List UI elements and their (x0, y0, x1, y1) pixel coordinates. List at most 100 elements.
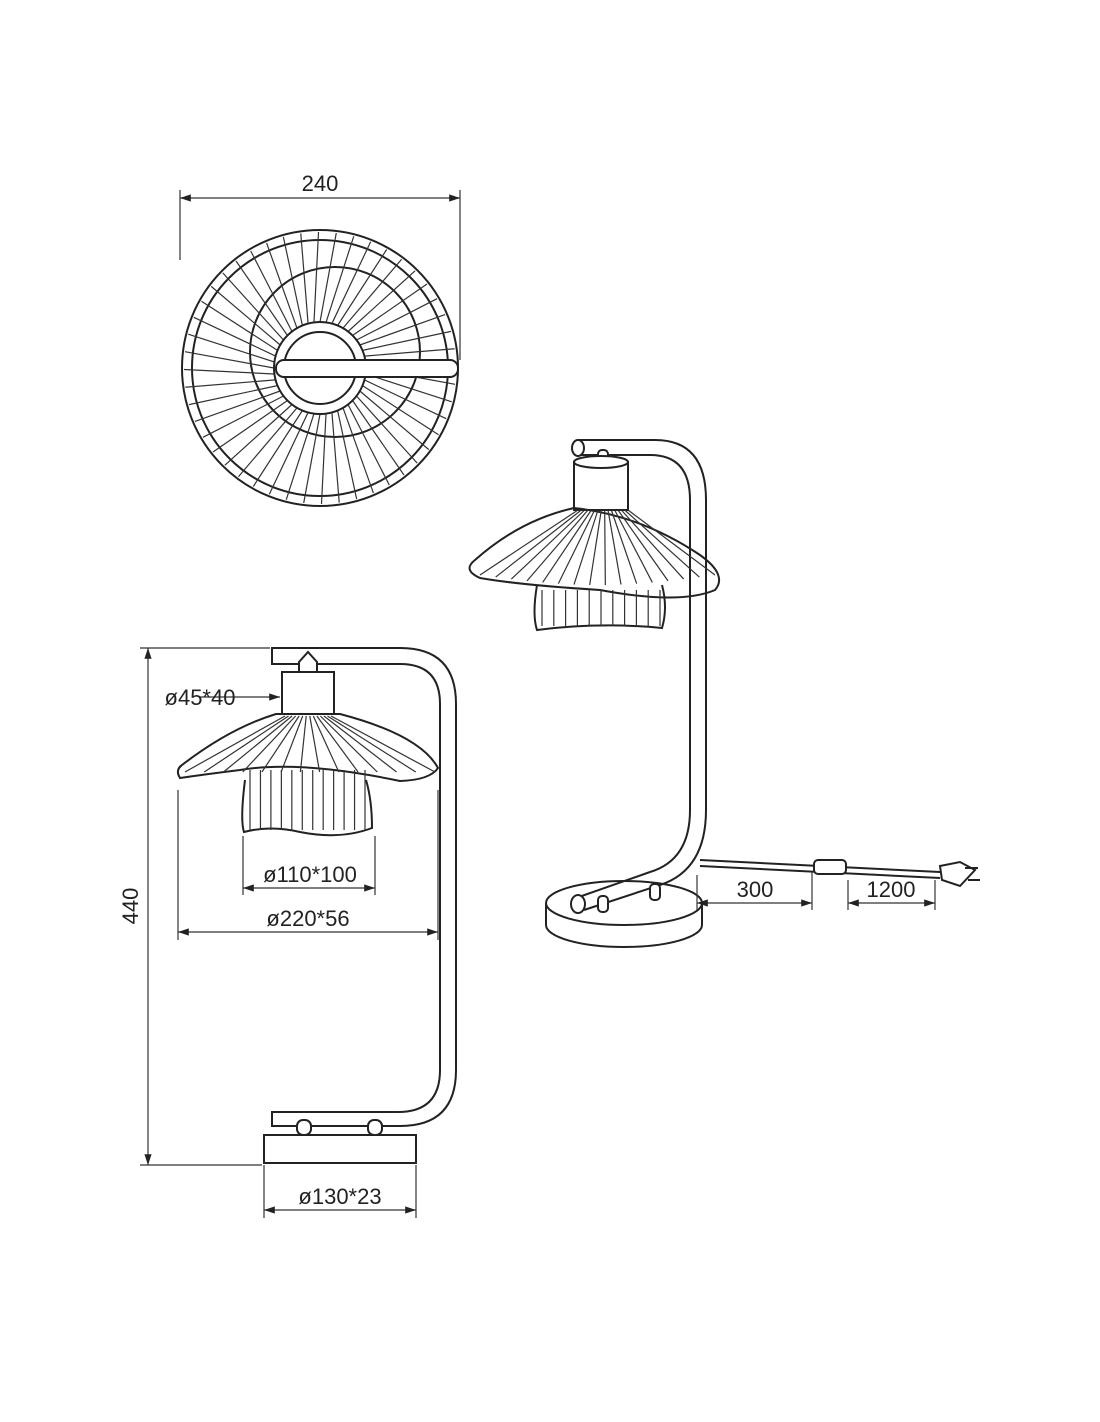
shade-rib (327, 715, 417, 773)
shade-spoke (319, 232, 337, 323)
plug-icon (938, 860, 980, 888)
shade-rib (319, 715, 378, 773)
shade-spoke (185, 379, 276, 388)
shade-spoke (268, 412, 309, 495)
shade-rib (330, 715, 436, 773)
socket (573, 461, 629, 511)
shade-rib (242, 715, 297, 773)
top-view: 240 (179, 171, 461, 507)
shade-rib (510, 509, 586, 580)
base-label: ø130*23 (298, 1184, 381, 1209)
shade-rib (542, 509, 592, 583)
shade-spoke (188, 385, 278, 406)
shade (176, 713, 440, 837)
shade-spoke (359, 390, 430, 451)
shade-rib (223, 715, 293, 773)
width-label: 240 (302, 171, 339, 196)
shade-spoke (337, 249, 388, 326)
shade-spoke (210, 285, 281, 346)
shade-spoke (347, 270, 416, 332)
shade-rib (323, 715, 397, 773)
shade-spoke (201, 300, 278, 351)
shade-rib (573, 509, 599, 585)
shade-rib (617, 509, 669, 582)
shade-spoke (364, 348, 455, 357)
cord-switch-label: 300 (737, 877, 774, 902)
socket-nut (298, 650, 318, 673)
shade-spoke (325, 236, 355, 323)
shade-rib (479, 509, 579, 576)
shade-spoke (356, 298, 438, 341)
outer-shade-label: ø220*56 (266, 906, 349, 931)
shade-rib (620, 509, 685, 580)
shade-rib (589, 509, 602, 586)
perspective-view: 300 1200 (468, 439, 980, 948)
shade-spoke (194, 390, 281, 422)
shade-spoke (356, 395, 418, 464)
shade-rib (316, 715, 359, 773)
shade-rib (557, 509, 596, 584)
shade-spoke (342, 407, 374, 494)
shade-rib (312, 715, 340, 773)
inner-shade-label: ø110*100 (263, 862, 357, 887)
shade-spoke (352, 400, 405, 476)
base-post (296, 1119, 312, 1136)
shade-rib (309, 715, 321, 773)
base-top (545, 880, 703, 926)
shade-spoke (235, 260, 288, 336)
shade-spoke (342, 258, 403, 329)
shade-spoke (365, 373, 452, 403)
shade-rib (184, 715, 286, 773)
shade-rib (495, 509, 582, 578)
shade-spoke (183, 368, 275, 375)
shade-rib (607, 509, 622, 585)
shade-spoke (282, 236, 303, 326)
shade-rib (624, 509, 700, 578)
base-post (367, 1119, 383, 1136)
shade-spokes (183, 231, 457, 505)
shade-rib (604, 509, 606, 585)
shade-spoke (331, 241, 372, 324)
shade-spoke (337, 410, 358, 500)
shade-spoke (359, 314, 446, 346)
shade-rib (299, 715, 307, 773)
shade-rib (261, 715, 300, 773)
shade-rib (203, 715, 289, 773)
shade-rib (610, 509, 638, 584)
shade-spoke (224, 404, 293, 466)
inline-switch (813, 859, 847, 875)
shade-rib (280, 715, 304, 773)
shade-spoke (202, 395, 284, 438)
shade-spoke (362, 330, 452, 351)
shade-spoke (320, 413, 327, 505)
shade-spoke (222, 272, 284, 341)
shade-spoke (300, 233, 309, 324)
shade-spoke (193, 316, 276, 357)
shade-spoke (362, 385, 439, 436)
shade-spoke (364, 379, 447, 420)
shade-spoke (250, 250, 293, 332)
shade-spoke (285, 413, 315, 500)
front-view: 440 ø45*40 ø110*100 ø220*56 ø130*23 (118, 647, 457, 1218)
lamp-arm (271, 647, 457, 1127)
shade-spoke (352, 283, 428, 336)
shade-spoke (266, 242, 298, 329)
shade-spoke (237, 407, 298, 478)
shade-spoke (188, 333, 275, 363)
arm-top (275, 359, 459, 378)
shade-rib (614, 509, 653, 583)
shade-spoke (331, 412, 340, 503)
shade-spoke (252, 410, 303, 487)
cord-plug-label: 1200 (867, 877, 916, 902)
shade-spoke (212, 400, 288, 453)
shade-spoke (313, 231, 320, 323)
base (263, 1134, 417, 1164)
shade (468, 506, 720, 632)
lamp-arm (575, 439, 707, 911)
shade-rib (526, 509, 589, 582)
socket (281, 671, 335, 715)
shade-rib (627, 509, 716, 576)
socket-label: ø45*40 (165, 685, 236, 710)
height-label: 440 (118, 888, 143, 925)
